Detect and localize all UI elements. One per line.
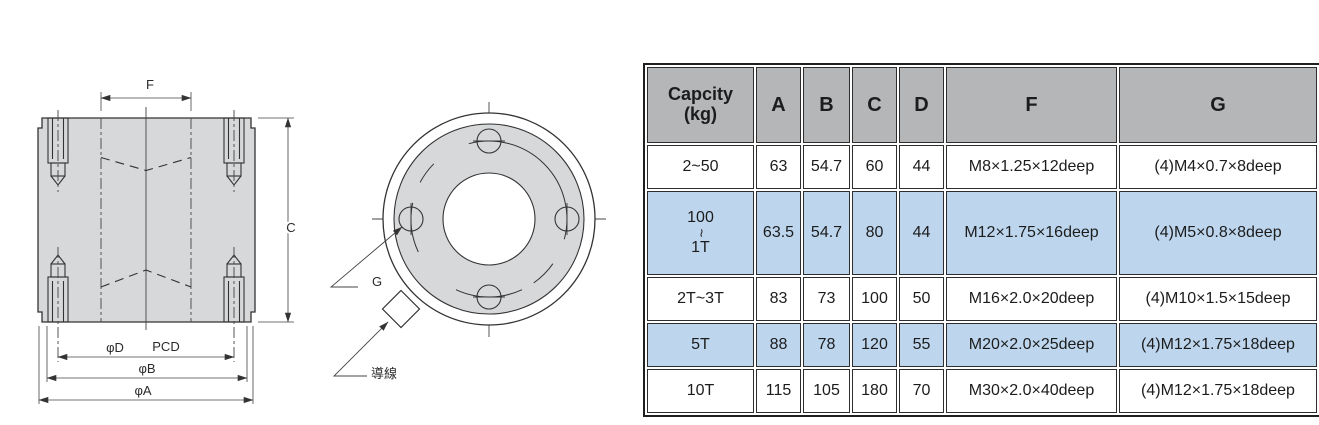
table-row: 2~50 63 54.7 60 44 M8×1.25×12deep (4)M4×… (647, 145, 1317, 189)
col-header-a: A (756, 67, 801, 143)
col-header-g: G (1119, 67, 1317, 143)
thread-label-g: G (372, 274, 382, 289)
cable-label: 導線 (371, 366, 397, 381)
cable-leader-line (332, 321, 389, 377)
hidden-lines (100, 156, 192, 288)
cell-b: 78 (803, 323, 850, 367)
dimension-f (100, 92, 192, 111)
spec-table: Capcity (kg) A B C D F G 2~50 63 54.7 60… (643, 63, 1319, 417)
cell-capacity: 2T~3T (647, 277, 754, 321)
cell-f: M8×1.25×12deep (946, 145, 1117, 189)
dimension-c (258, 117, 294, 323)
cell-g: (4)M4×0.7×8deep (1119, 145, 1317, 189)
dimension-phib (46, 326, 248, 382)
cell-c: 180 (852, 369, 897, 413)
cell-b: 54.7 (803, 191, 850, 275)
cell-d: 44 (899, 145, 944, 189)
cell-a: 115 (756, 369, 801, 413)
col-header-capacity: Capcity (kg) (647, 67, 754, 143)
table-header-row: Capcity (kg) A B C D F G (647, 67, 1317, 143)
cell-f: M12×1.75×16deep (946, 191, 1117, 275)
dim-label-phid: φD (106, 340, 124, 355)
cell-b: 54.7 (803, 145, 850, 189)
cell-a: 83 (756, 277, 801, 321)
table-row: 2T~3T 83 73 100 50 M16×2.0×20deep (4)M10… (647, 277, 1317, 321)
col-header-f: F (946, 67, 1117, 143)
cell-capacity: 2~50 (647, 145, 754, 189)
col-header-d: D (899, 67, 944, 143)
table-row: 10T 115 105 180 70 M30×2.0×40deep (4)M12… (647, 369, 1317, 413)
cell-g: (4)M5×0.8×8deep (1119, 191, 1317, 275)
center-hole (442, 172, 536, 266)
load-cell-body (37, 117, 256, 323)
cell-g: (4)M12×1.75×18deep (1119, 369, 1317, 413)
cell-a: 63 (756, 145, 801, 189)
cell-f: M30×2.0×40deep (946, 369, 1117, 413)
cell-a: 63.5 (756, 191, 801, 275)
cell-c: 120 (852, 323, 897, 367)
table-row: 5T 88 78 120 55 M20×2.0×25deep (4)M12×1.… (647, 323, 1317, 367)
cell-a: 88 (756, 323, 801, 367)
centerlines (57, 107, 235, 362)
cell-b: 105 (803, 369, 850, 413)
dim-label-pcd: PCD (152, 339, 179, 354)
cell-capacity: 5T (647, 323, 754, 367)
col-header-b: B (803, 67, 850, 143)
col-header-c: C (852, 67, 897, 143)
table-row: 100 ~ 1T 63.5 54.7 80 44 M12×1.75×16deep… (647, 191, 1317, 275)
technical-drawing: F C φD PCD φB (37, 77, 606, 404)
cell-d: 70 (899, 369, 944, 413)
cell-c: 80 (852, 191, 897, 275)
cell-f: M20×2.0×25deep (946, 323, 1117, 367)
dim-label-f: F (146, 77, 154, 92)
g-leader-line (329, 226, 403, 288)
capacity-line: 100 (687, 208, 714, 226)
cable-connector (381, 289, 421, 329)
wavy-tilde: ~ (692, 228, 710, 238)
bolt-holes (398, 128, 580, 310)
cell-d: 55 (899, 323, 944, 367)
dim-label-phia: φA (134, 383, 151, 398)
side-view: F C φD PCD φB (37, 77, 298, 404)
dim-label-c: C (286, 220, 295, 235)
dim-label-phib: φB (138, 361, 155, 376)
cell-f: M16×2.0×20deep (946, 277, 1117, 321)
cell-b: 73 (803, 277, 850, 321)
cell-c: 60 (852, 145, 897, 189)
cell-d: 44 (899, 191, 944, 275)
cell-capacity: 100 ~ 1T (647, 191, 754, 275)
dimension-phia (38, 326, 254, 404)
cell-g: (4)M10×1.5×15deep (1119, 277, 1317, 321)
cell-capacity: 10T (647, 369, 754, 413)
capacity-line: 1T (691, 239, 710, 256)
cell-d: 50 (899, 277, 944, 321)
cell-g: (4)M12×1.75×18deep (1119, 323, 1317, 367)
spec-table-container: Capcity (kg) A B C D F G 2~50 63 54.7 60… (643, 63, 1319, 417)
top-view: G 導線 (329, 102, 606, 381)
cell-c: 100 (852, 277, 897, 321)
